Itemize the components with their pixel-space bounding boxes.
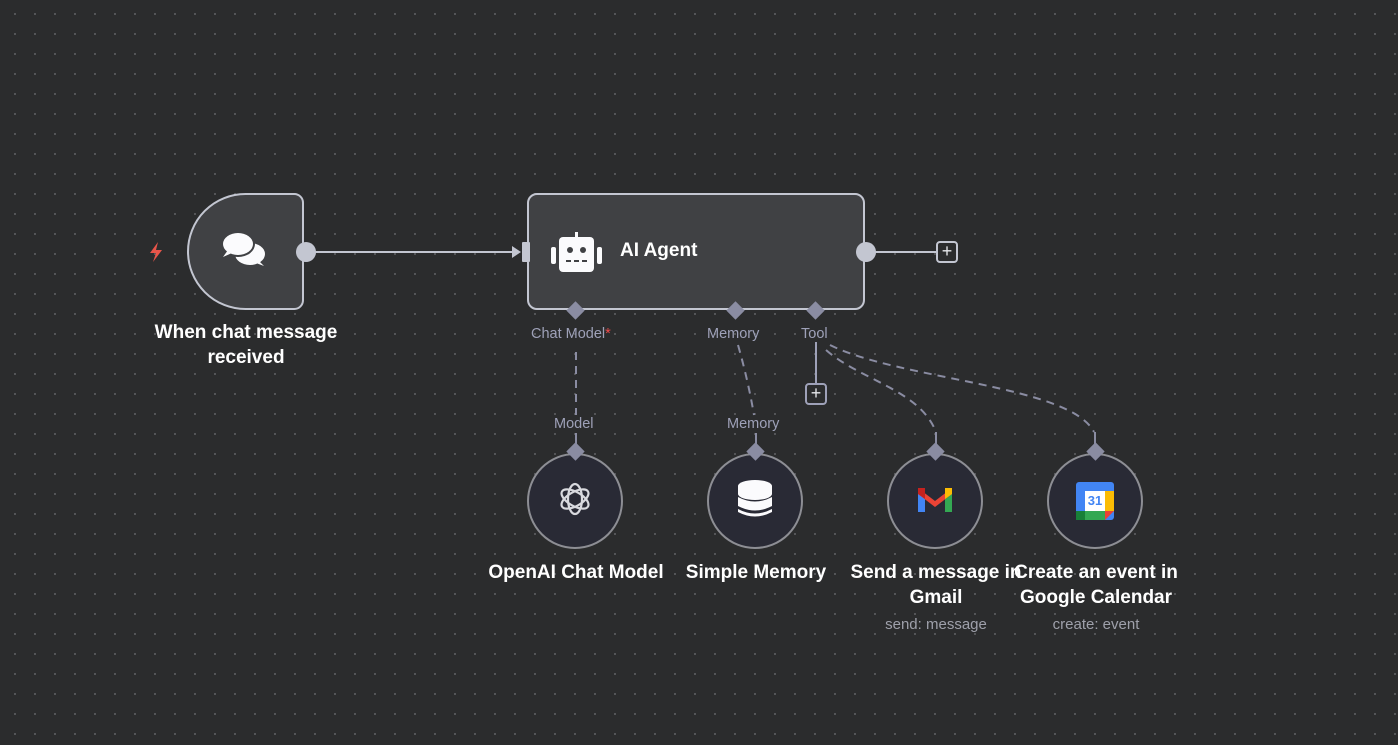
gcal-label-line2: Google Calendar	[1019, 587, 1173, 608]
trigger-node-when-chat-message[interactable]	[187, 193, 304, 310]
agent-title: AI Agent	[620, 240, 698, 261]
chat-model-port-label: Chat Model*	[531, 326, 611, 342]
edge-tool-to-gmail[interactable]	[825, 349, 937, 433]
gcal-node-subtitle: create: event	[1052, 616, 1140, 633]
trigger-output-handle[interactable]	[296, 242, 316, 262]
agent-output-handle[interactable]	[856, 242, 876, 262]
lightning-bolt-icon	[147, 241, 165, 268]
openai-port-label: Model	[554, 416, 594, 432]
edge-arrowhead	[512, 246, 521, 258]
gcal-label-line1: Create an event in	[1014, 562, 1178, 583]
chat-model-label-text: Chat Model	[531, 326, 606, 342]
required-marker: *	[605, 326, 611, 342]
trigger-node-label: When chat message received	[146, 320, 346, 370]
gmail-node-label: Send a message in Gmail	[836, 560, 1036, 610]
google-calendar-icon: 31	[1076, 482, 1114, 520]
edge-memory-to-simple-memory[interactable]	[737, 344, 755, 416]
chat-bubbles-icon	[220, 228, 272, 275]
calendar-day-number: 31	[1087, 493, 1103, 508]
add-tool-button[interactable]: +	[805, 383, 827, 405]
gmail-node[interactable]	[887, 453, 983, 549]
gmail-label-line2: Gmail	[909, 587, 963, 608]
openai-chat-model-node[interactable]	[527, 453, 623, 549]
edge-tool-to-gcal[interactable]	[829, 344, 1095, 433]
google-calendar-node[interactable]: 31	[1047, 453, 1143, 549]
memory-node-label: Simple Memory	[685, 562, 827, 583]
gmail-icon	[915, 484, 955, 519]
database-icon	[738, 479, 772, 523]
trigger-label-line2: received	[207, 347, 285, 368]
openai-node-label: OpenAI Chat Model	[488, 562, 664, 583]
memory-port-label: Memory	[707, 326, 760, 342]
gcal-node-label: Create an event in Google Calendar	[996, 560, 1196, 610]
memory-sub-port-label: Memory	[727, 416, 780, 432]
trigger-label-line1: When chat message	[154, 322, 338, 343]
gmail-node-subtitle: send: message	[885, 616, 987, 633]
robot-icon	[551, 232, 603, 277]
gmail-label-line1: Send a message in	[850, 562, 1022, 583]
agent-input-handle[interactable]	[522, 242, 530, 262]
simple-memory-node[interactable]	[707, 453, 803, 549]
add-next-node-button[interactable]: +	[936, 241, 958, 263]
tool-port-label: Tool	[801, 326, 828, 342]
openai-icon	[555, 479, 595, 524]
